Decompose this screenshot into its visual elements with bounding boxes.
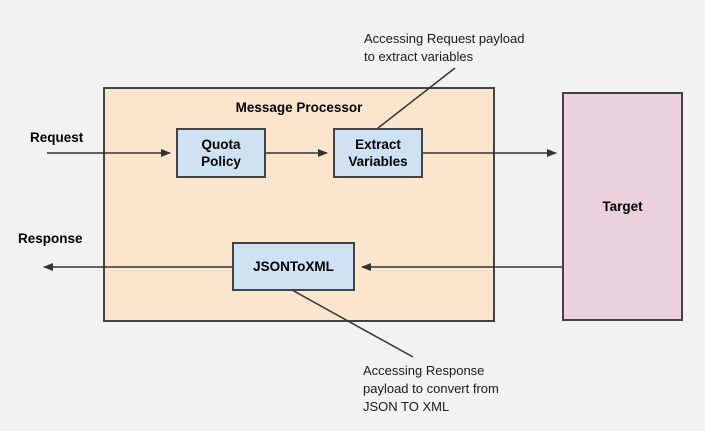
request-label: Request bbox=[30, 130, 84, 145]
message-processor-title: Message Processor bbox=[235, 100, 363, 115]
target-node: Target bbox=[562, 92, 683, 321]
jsontoxml-node: JSONToXML bbox=[232, 242, 355, 291]
response-label: Response bbox=[18, 231, 83, 246]
extract-variables-node: Extract Variables bbox=[333, 128, 423, 178]
quota-policy-node: Quota Policy bbox=[176, 128, 266, 178]
request-payload-annotation: Accessing Request payload to extract var… bbox=[364, 31, 525, 64]
response-payload-annotation: Accessing Response payload to convert fr… bbox=[363, 363, 499, 414]
